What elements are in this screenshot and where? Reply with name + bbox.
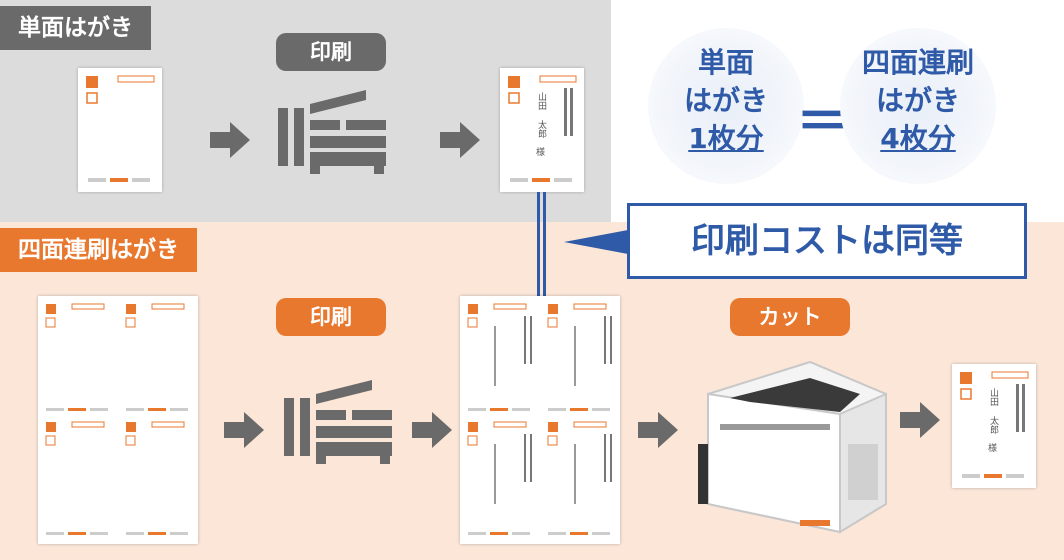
sheet-blank-art bbox=[45, 303, 188, 535]
circle-right-line3: 4枚分 bbox=[880, 122, 956, 155]
arrow-right-icon bbox=[224, 412, 264, 448]
printed-postcard: 山田 太郎 様 bbox=[500, 68, 584, 192]
addressee-honorific: 様 bbox=[536, 148, 546, 158]
single-label: 単面はがき bbox=[0, 6, 151, 50]
printer-icon bbox=[278, 90, 386, 174]
circle-left-line3: 1枚分 bbox=[688, 122, 764, 155]
arrow-right-icon bbox=[440, 122, 480, 158]
addressee-name-1: 山田 bbox=[988, 388, 998, 406]
arrow-right-icon bbox=[638, 412, 678, 448]
print-step-label-2: 印刷 bbox=[276, 298, 386, 336]
postcard-printed-art bbox=[508, 75, 577, 182]
connector-line bbox=[543, 192, 546, 296]
circle-left-line1: 単面 bbox=[697, 46, 754, 79]
addressee-name-2: 太郎 bbox=[988, 416, 998, 434]
blank-4up-sheet bbox=[38, 296, 198, 544]
cutter-machine-icon bbox=[698, 360, 887, 534]
cost-equal-callout: 印刷コストは同等 bbox=[627, 203, 1027, 279]
callout-pointer bbox=[564, 230, 628, 254]
cut-postcard: 山田 太郎 様 bbox=[952, 364, 1036, 488]
arrow-right-icon bbox=[900, 402, 940, 438]
addressee-honorific: 様 bbox=[988, 444, 998, 454]
addressee-name-2: 太郎 bbox=[536, 120, 546, 138]
cut-step-label: カット bbox=[730, 298, 850, 336]
postcard-cut-art bbox=[960, 371, 1029, 478]
print-step-label: 印刷 bbox=[276, 33, 386, 71]
multi-count-circle: 四面連刷 はがき 4枚分 bbox=[840, 28, 996, 184]
sheet-printed-art bbox=[467, 303, 612, 535]
printed-4up-sheet bbox=[460, 296, 620, 544]
blank-postcard bbox=[78, 68, 162, 192]
postcard-blank-art bbox=[86, 75, 155, 182]
circle-right-line1: 四面連刷 bbox=[861, 46, 974, 79]
circle-right-line2: はがき bbox=[875, 84, 960, 117]
addressee-name-1: 山田 bbox=[536, 92, 546, 110]
circle-left-line2: はがき bbox=[683, 84, 768, 117]
arrow-right-icon bbox=[210, 122, 250, 158]
single-count-circle: 単面 はがき 1枚分 bbox=[648, 28, 804, 184]
connector-line bbox=[537, 192, 540, 296]
arrow-right-icon bbox=[412, 412, 452, 448]
printer-icon bbox=[284, 380, 392, 464]
multi-label: 四面連刷はがき bbox=[0, 228, 197, 272]
